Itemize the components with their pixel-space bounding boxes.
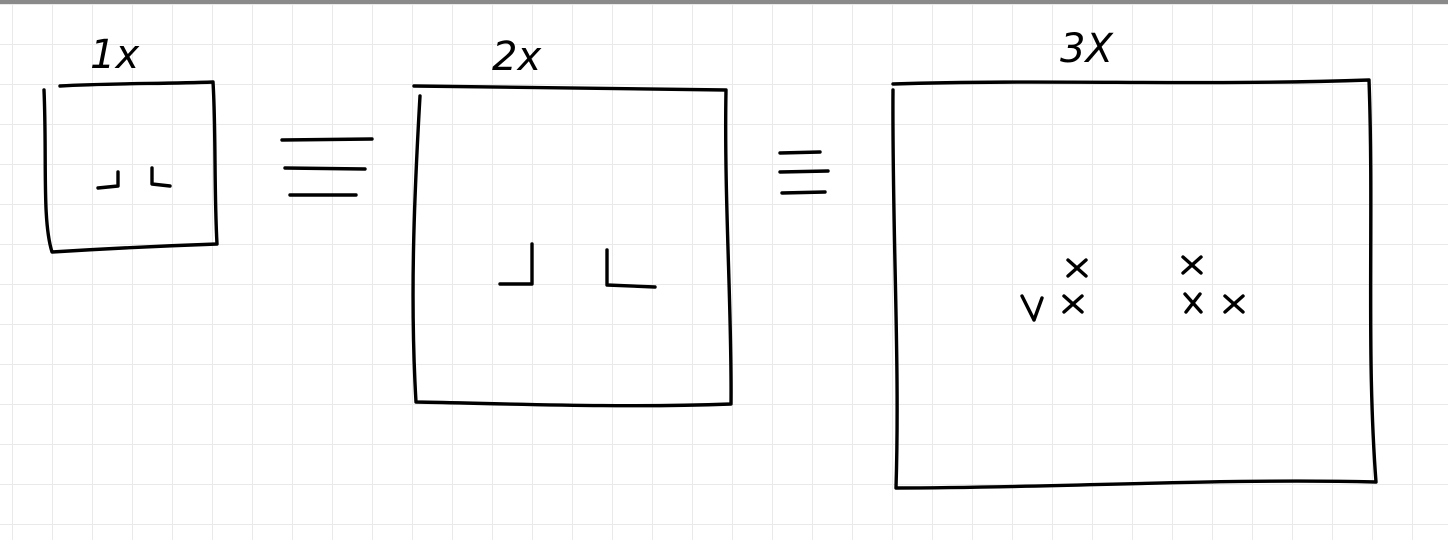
top-border [0,0,1448,4]
mark-left-1x [96,170,120,190]
equivalence-sign-2 [778,150,830,195]
panel-2x: 2x [411,34,733,408]
mark-right-2x [605,248,657,289]
equivalence-sign-1 [280,137,374,197]
label-1x: 1x [90,32,139,78]
square-1x [42,80,219,254]
label-2x: 2x [492,34,541,80]
panel-3x: 3X [891,26,1378,490]
panel-1x: 1x [42,32,219,254]
mark-right-1x [150,166,172,188]
label-3x: 3X [1060,26,1114,72]
square-2x [411,84,733,408]
x-marks-right [1181,255,1245,314]
mark-left-2x [498,242,534,286]
square-3x [891,78,1378,490]
x-marks-left [1020,258,1088,322]
